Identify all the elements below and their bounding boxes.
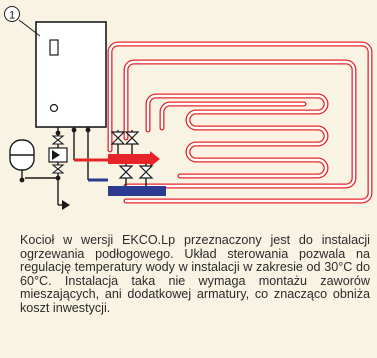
return-manifold-icon (108, 186, 166, 196)
supply-arrow-icon (150, 151, 160, 167)
description-text: Kocioł w wersji EKCO.Lp przeznaczony jes… (20, 233, 370, 315)
callout-number: 1 (9, 10, 15, 22)
expansion-vessel-icon (9, 139, 35, 183)
ball-valve-icon (110, 131, 154, 179)
drain-arrow-icon (62, 200, 70, 210)
boiler-pipes (25, 127, 108, 206)
display-icon (49, 39, 59, 56)
knob-icon (49, 103, 59, 113)
small-valve-icon (51, 135, 65, 174)
boiler-icon (35, 21, 107, 128)
pipe-joints (55, 127, 91, 181)
supply-manifold-icon (108, 154, 154, 164)
check-valve-icon (48, 147, 68, 163)
callout-marker: 1 (4, 6, 41, 37)
underfloor-coil-icon (107, 41, 373, 204)
heating-diagram: 1 (4, 6, 373, 210)
